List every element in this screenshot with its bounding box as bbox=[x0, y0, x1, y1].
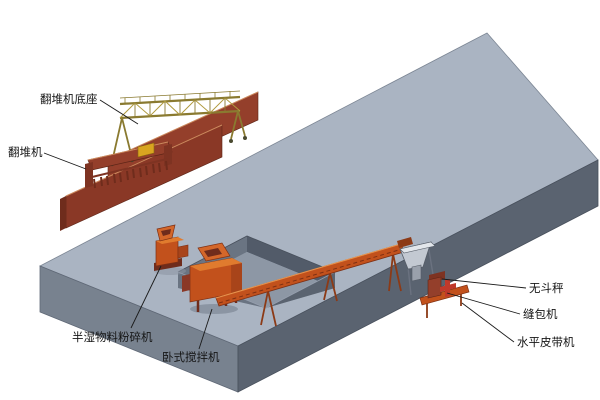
label-bag-sewer: 缝包机 bbox=[523, 307, 558, 321]
turner-beam-highlight bbox=[87, 141, 169, 161]
mixer bbox=[182, 242, 242, 314]
mixer-motor bbox=[182, 274, 190, 292]
leader-mixer bbox=[198, 308, 213, 350]
turner-base-truss bbox=[109, 90, 247, 167]
conveyor-legs bbox=[260, 253, 402, 327]
label-mixer: 卧式搅拌机 bbox=[162, 350, 220, 364]
compost-turner bbox=[60, 90, 259, 231]
bag-sewer-body bbox=[427, 276, 442, 299]
leader-lines bbox=[43, 99, 527, 350]
label-horizontal-belt: 水平皮带机 bbox=[517, 335, 575, 349]
turner-left-frame bbox=[85, 162, 93, 188]
leader-turner bbox=[43, 152, 87, 170]
crusher-hopper-opening bbox=[161, 229, 171, 236]
truss-rail-posts bbox=[124, 91, 231, 104]
truss-top-chord bbox=[119, 95, 241, 106]
leader-turner-base bbox=[99, 99, 139, 125]
labels: 翻堆机底座 翻堆机 半湿物料粉碎机 卧式搅拌机 无斗秤 缝包机 水平皮带机 bbox=[8, 92, 575, 364]
turner-front-rail-endcap bbox=[60, 196, 66, 231]
label-compost-turner: 翻堆机 bbox=[8, 145, 43, 159]
hopper-scale-spout bbox=[411, 264, 422, 282]
leader-crusher bbox=[130, 265, 162, 329]
hopper-scale bbox=[399, 241, 436, 296]
leader-horizontal-belt bbox=[461, 302, 515, 343]
pit-rim-far-edge bbox=[177, 235, 336, 273]
turner-rear-rail-top-edge bbox=[107, 91, 259, 161]
turner-rotor-shaft bbox=[91, 158, 168, 178]
leader-hopper-scale bbox=[441, 278, 527, 289]
truss-verticals bbox=[134, 98, 226, 117]
crusher-body-top bbox=[156, 237, 184, 244]
conveyor-head-pulley bbox=[397, 237, 413, 248]
label-hopper-scale: 无斗秤 bbox=[529, 282, 564, 295]
hopper-scale-rim bbox=[399, 241, 436, 254]
bag-sewing-station bbox=[419, 271, 470, 318]
mixer-shadow bbox=[190, 304, 238, 314]
label-crusher: 半湿物料粉碎机 bbox=[72, 330, 153, 344]
turner-right-frame bbox=[164, 144, 172, 166]
turner-gantry bbox=[85, 141, 173, 189]
label-compost-turner-base: 翻堆机底座 bbox=[40, 92, 98, 106]
conveyor-belt-edge bbox=[215, 243, 402, 299]
mixer-hopper-opening bbox=[204, 248, 222, 257]
turner-motor bbox=[137, 142, 155, 158]
crusher bbox=[154, 224, 189, 275]
leader-bag-sewer bbox=[446, 292, 521, 315]
truss-wheel bbox=[229, 139, 233, 143]
turner-rotor-teeth bbox=[93, 160, 168, 189]
bag-sewer-head-vertical bbox=[445, 279, 450, 297]
truss-legs bbox=[111, 110, 246, 163]
crusher-motor bbox=[177, 244, 189, 259]
conveyor-truss-pattern bbox=[218, 248, 403, 304]
horizontal-belt-conveyor bbox=[419, 284, 470, 306]
mixer-body-top bbox=[190, 258, 242, 271]
mixer-body-side bbox=[232, 258, 242, 299]
truss-handrail bbox=[119, 90, 241, 99]
truss-wheel bbox=[243, 136, 247, 140]
